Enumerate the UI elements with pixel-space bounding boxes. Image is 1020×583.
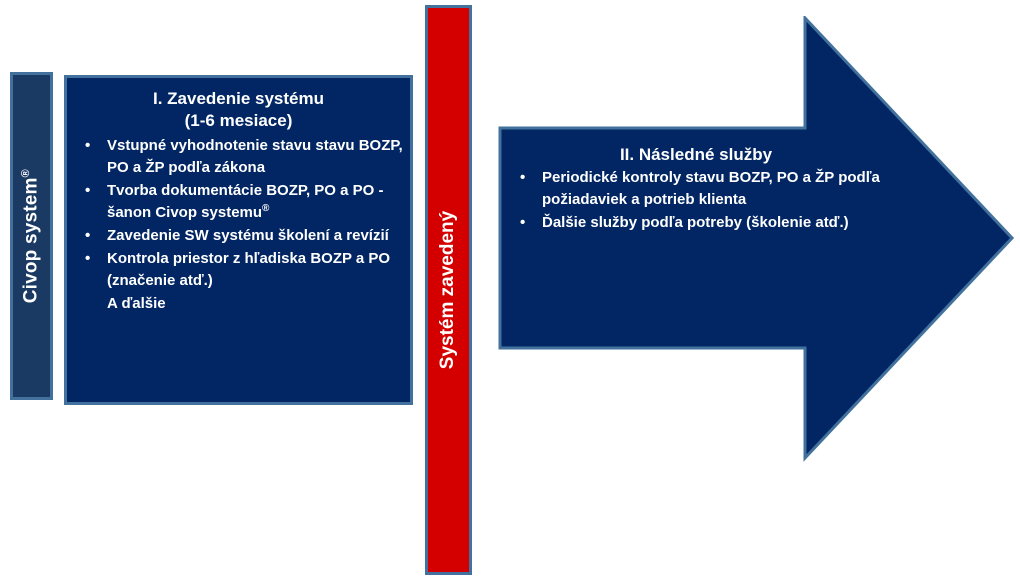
phase-two-content: II. Následné služby • Periodické kontrol…: [502, 144, 902, 235]
civop-system-side-bar: Civop system®: [10, 72, 53, 400]
bullet-icon: •: [85, 227, 91, 245]
list-item-text: Zavedenie SW systému školení a revízií: [107, 227, 389, 245]
registered-trademark-icon: ®: [20, 168, 33, 178]
arrow-right-icon: [498, 16, 1014, 462]
list-item: • Zavedenie SW systému školení a revízií: [73, 225, 404, 247]
phase-one-box: I. Zavedenie systému (1-6 mesiace) • Vst…: [64, 75, 413, 405]
registered-trademark-icon: ®: [262, 203, 270, 215]
list-item: • Tvorba dokumentácie BOZP, PO a PO - ša…: [73, 180, 404, 224]
phase-two-bullet-list: • Periodické kontroly stavu BOZP, PO a Ž…: [502, 167, 902, 234]
list-item-text: Vstupné vyhodnotenie stavu stavu BOZP, P…: [107, 136, 403, 176]
system-implemented-label: Systém zavedený: [437, 210, 459, 370]
bullet-icon: •: [85, 250, 91, 268]
phase-one-closing-line: A ďalšie: [107, 295, 166, 313]
civop-system-label-text: Civop system: [20, 177, 42, 304]
system-implemented-divider-bar: Systém zavedený: [425, 5, 472, 575]
bullet-icon: •: [520, 214, 526, 232]
list-item: • Ďalšie služby podľa potreby (školenie …: [502, 212, 902, 234]
phase-one-title-line-2: (1-6 mesiace): [184, 111, 293, 131]
phase-two-arrow: II. Následné služby • Periodické kontrol…: [498, 16, 1014, 462]
bullet-icon: •: [85, 136, 91, 154]
civop-system-label: Civop system®: [20, 169, 42, 303]
list-item-text: Ďalšie služby podľa potreby (školenie at…: [542, 214, 849, 232]
list-item-text: Kontrola priestor z hľadiska BOZP a PO (…: [107, 250, 391, 290]
list-item: • Kontrola priestor z hľadiska BOZP a PO…: [73, 248, 404, 292]
phase-two-title: II. Následné služby: [619, 145, 773, 164]
phase-one-title: I. Zavedenie systému (1-6 mesiace): [73, 88, 404, 133]
phase-one-bullet-list: • Vstupné vyhodnotenie stavu stavu BOZP,…: [73, 135, 404, 292]
list-item: • Vstupné vyhodnotenie stavu stavu BOZP,…: [73, 135, 404, 179]
list-item-text: Tvorba dokumentácie BOZP, PO a PO - šano…: [107, 181, 384, 222]
list-item-text: Periodické kontroly stavu BOZP, PO a ŽP …: [542, 169, 880, 209]
bullet-icon: •: [85, 181, 91, 199]
list-item: • Periodické kontroly stavu BOZP, PO a Ž…: [502, 167, 902, 211]
bullet-icon: •: [520, 169, 526, 187]
phase-one-title-line-1: I. Zavedenie systému: [152, 89, 325, 108]
